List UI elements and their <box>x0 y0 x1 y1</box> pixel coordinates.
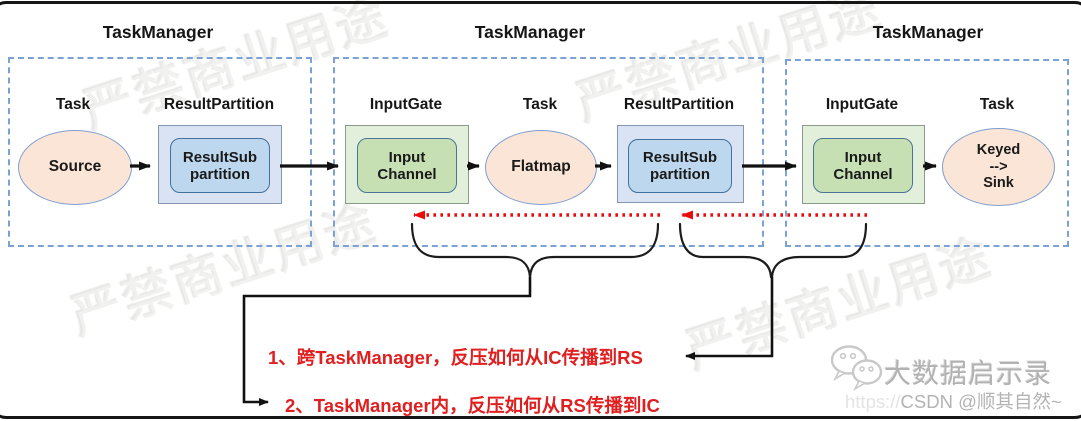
tm3-inputgate-label: InputGate <box>825 96 899 113</box>
brace-1-left-half <box>410 222 532 279</box>
input-channel-2: Input Channel <box>357 138 457 193</box>
flatmap-task-text: Flatmap <box>511 158 571 176</box>
rp1-text-line1: ResultSub <box>182 148 258 166</box>
tm1-task-label: Task <box>55 96 91 113</box>
sink-text-line2: --> <box>989 158 1008 175</box>
credit-url-fragment: https:// <box>845 391 901 412</box>
sink-text-line1: Keyed <box>976 142 1021 159</box>
rp1-text-line2: partition <box>190 165 250 183</box>
connector-brace1-to-note2 <box>242 277 532 406</box>
taskmanager-3-box <box>785 59 1069 247</box>
source-task-text: Source <box>48 158 102 176</box>
taskmanager-1-title: TaskManager <box>102 22 214 42</box>
ic3-text-line1: Input <box>844 148 882 166</box>
keyed-sink-task-oval: Keyed --> Sink <box>942 128 1055 206</box>
ic2-text-line1: Input <box>388 148 426 166</box>
sink-text-line3: Sink <box>983 175 1014 192</box>
tm2-task-label: Task <box>522 96 558 113</box>
tm1-resultpartition-label: ResultPartition <box>163 96 275 113</box>
taskmanager-1-box <box>8 57 312 247</box>
backpressure-note-2: 2、TaskManager内，反压如何从RS传播到IC <box>285 395 660 416</box>
rp2-text-line2: partition <box>650 166 710 183</box>
ic3-text-line2: Channel <box>833 165 893 183</box>
brace-1-right-half <box>528 222 660 279</box>
connector-brace2-to-note1 <box>685 277 774 360</box>
credit-text: CSDN @顺其自然~ <box>900 391 1062 412</box>
csdn-credit: https://CSDN @顺其自然~ <box>845 388 1062 414</box>
taskmanager-2-box <box>333 57 764 247</box>
source-task-oval: Source <box>18 130 132 205</box>
brace-2-right-half <box>770 222 868 279</box>
ic2-text-line2: Channel <box>377 165 437 183</box>
rp2-text-line1: ResultSub <box>642 149 718 166</box>
taskmanager-2-title: TaskManager <box>474 22 586 42</box>
resultsubpartition-2: ResultSub partition <box>628 139 732 193</box>
resultsubpartition-1: ResultSub partition <box>170 138 270 193</box>
brace-2-left-half <box>678 222 773 279</box>
backpressure-note-1: 1、跨TaskManager，反压如何从IC传播到RS <box>268 347 643 368</box>
taskmanager-3-title: TaskManager <box>872 22 984 42</box>
wechat-icon <box>830 345 883 392</box>
input-channel-3: Input Channel <box>813 138 913 193</box>
tm2-resultpartition-label: ResultPartition <box>623 96 735 113</box>
brand-watermark: 大数据启示录 <box>884 359 1052 389</box>
tm3-task-label: Task <box>979 96 1015 113</box>
tm2-inputgate-label: InputGate <box>369 96 443 113</box>
flatmap-task-oval: Flatmap <box>485 130 597 205</box>
